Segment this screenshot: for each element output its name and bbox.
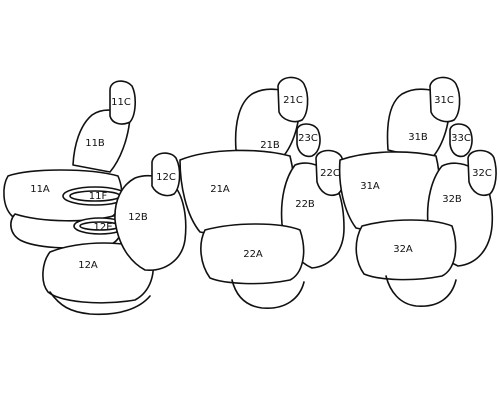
label-32b: 32B xyxy=(442,194,462,205)
label-31a: 31A xyxy=(360,181,380,192)
label-11c: 11C xyxy=(111,97,131,108)
label-11b: 11B xyxy=(85,138,105,149)
label-12a: 12A xyxy=(78,260,98,271)
label-11a: 11A xyxy=(30,184,50,195)
rear-row-seat-cushion-32a xyxy=(355,219,457,307)
label-12b: 12B xyxy=(128,212,148,223)
label-33c: 33C xyxy=(451,133,471,144)
label-32a: 32A xyxy=(393,244,413,255)
front-left-headrest-11c xyxy=(109,80,136,125)
middle-row-seat-cushion-22a xyxy=(200,223,305,309)
label-22a: 22A xyxy=(243,249,263,260)
label-21a: 21A xyxy=(210,184,230,195)
label-12e: 12E xyxy=(93,222,112,233)
front-right-headrest-12c xyxy=(151,152,181,197)
front-right-seat-cushion-12a xyxy=(42,242,154,316)
rear-row-seat-back-31a xyxy=(338,151,441,232)
label-31c: 31C xyxy=(434,95,454,106)
middle-row-headrest-21c xyxy=(277,76,309,123)
label-21b: 21B xyxy=(260,140,280,151)
rear-row-headrest-33c xyxy=(449,123,473,158)
rear-row-headrest-31c xyxy=(429,76,461,123)
middle-row-headrest-23c xyxy=(296,123,321,158)
label-31b: 31B xyxy=(408,132,428,143)
label-32c: 32C xyxy=(472,168,492,179)
label-22b: 22B xyxy=(295,199,315,210)
middle-row-seat-back-21a xyxy=(179,149,296,236)
label-22c: 22C xyxy=(320,168,340,179)
label-11f: 11F xyxy=(89,191,108,202)
label-21c: 21C xyxy=(283,95,303,106)
label-23c: 23C xyxy=(298,133,318,144)
rear-row-headrest-32c xyxy=(467,149,497,197)
label-12c: 12C xyxy=(156,172,176,183)
armrest-12e xyxy=(73,217,127,235)
